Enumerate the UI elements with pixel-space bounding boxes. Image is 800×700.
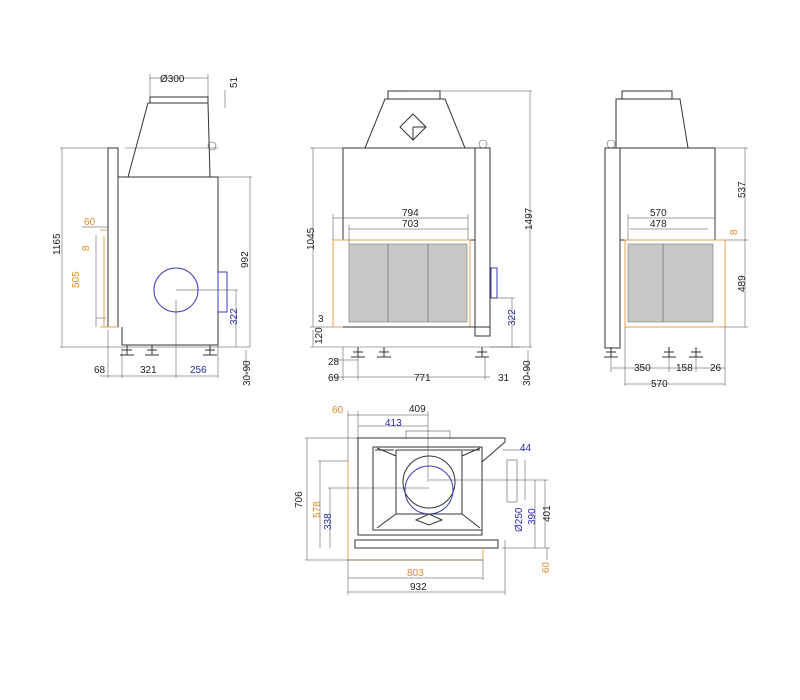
dim-offset-60: 60 [332,405,344,416]
side-view-left: Ø300 51 1165 992 60 8 505 322 68 321 256… [52,74,253,386]
dim-glass-height: 505 [71,271,82,288]
front-frame [354,539,499,549]
flue-collar [149,96,209,104]
dim-outlet-height: 322 [229,308,240,325]
dim-width-inner: 703 [402,219,419,230]
dim-depth-mid: 321 [140,365,157,376]
dim-offset-top: 60 [84,217,96,228]
door-glass [348,243,468,323]
dim-409: 409 [409,404,426,415]
door-glass [627,243,714,323]
dim-collar-height: 51 [229,76,240,88]
dimension-lines [60,74,252,378]
dim-390: 390 [527,508,538,525]
front-view: 794 703 1045 1497 3 120 28 69 771 31 322… [306,90,535,386]
upper-body [619,147,716,241]
dim-413: 413 [385,418,402,429]
outlet-circle [404,465,454,515]
dim-350: 350 [634,363,651,374]
dim-401: 401 [542,505,553,522]
dimension-lines [610,147,748,386]
dim-height-top: 537 [737,181,748,198]
front-panel [107,147,119,328]
dim-base-120: 120 [314,327,325,344]
hood [615,98,689,149]
dim-height-1045: 1045 [306,227,317,250]
dim-offset-60-bottom: 60 [541,561,552,573]
dim-gap-3: 3 [318,314,324,325]
dim-width-outer: 794 [402,208,419,219]
dim-feet-range: 30-90 [522,360,533,386]
dim-gap: 8 [81,245,92,251]
feet [351,347,489,358]
dim-depth-front: 68 [94,365,106,376]
hood [127,102,211,178]
dim-height-total: 1497 [524,207,535,230]
dim-width-932: 932 [410,582,427,593]
dim-gap: 8 [729,229,740,235]
diamond-vent [414,513,444,526]
flue-circle [402,455,456,509]
dim-width-803: 803 [407,568,424,579]
feet [604,347,703,358]
dim-glass-height: 489 [737,275,748,292]
side-outlet [490,267,498,299]
dim-depth-706: 706 [294,491,305,508]
dim-left-69: 69 [328,373,340,384]
dim-flue-diameter: Ø300 [160,74,185,85]
dim-44: 44 [520,443,532,454]
glass-outline [100,229,118,328]
lifting-eye [207,141,217,151]
body-outline [118,176,219,346]
dim-width-inner: 478 [650,219,667,230]
dim-depth-338: 338 [323,513,334,530]
side-column [474,147,491,337]
side-column [604,147,621,349]
dimension-lines [310,90,532,380]
diamond-vent [399,113,427,141]
outer-casing [357,437,506,536]
feet [120,345,217,356]
dim-outlet-height: 322 [507,309,518,326]
dim-feet-range: 30-90 [242,360,253,386]
dim-width-outer: 570 [650,208,667,219]
dim-width-771: 771 [414,373,431,384]
dim-158: 158 [676,363,693,374]
flue-collar [387,90,441,100]
dim-26: 26 [710,363,722,374]
dim-total-height: 1165 [52,233,63,255]
inner-firebox [372,446,483,531]
dim-left-28: 28 [328,357,340,368]
dim-width-total: 570 [651,379,668,390]
glass-outline [624,239,726,328]
hood [364,98,466,149]
dim-depth-578: 578 [312,501,323,518]
top-view: 60 409 413 44 706 578 338 Ø250 390 401 8… [294,404,553,595]
dim-right-31: 31 [498,373,510,384]
side-view-right: 570 478 537 8 489 350 158 26 570 [604,90,748,390]
dim-depth-outlet: 256 [190,365,207,376]
flue-collar [621,90,673,100]
side-outlet [217,271,228,313]
dimension-lines [305,411,550,595]
dim-flue-250: Ø250 [514,507,525,532]
dim-body-height: 992 [240,251,251,268]
